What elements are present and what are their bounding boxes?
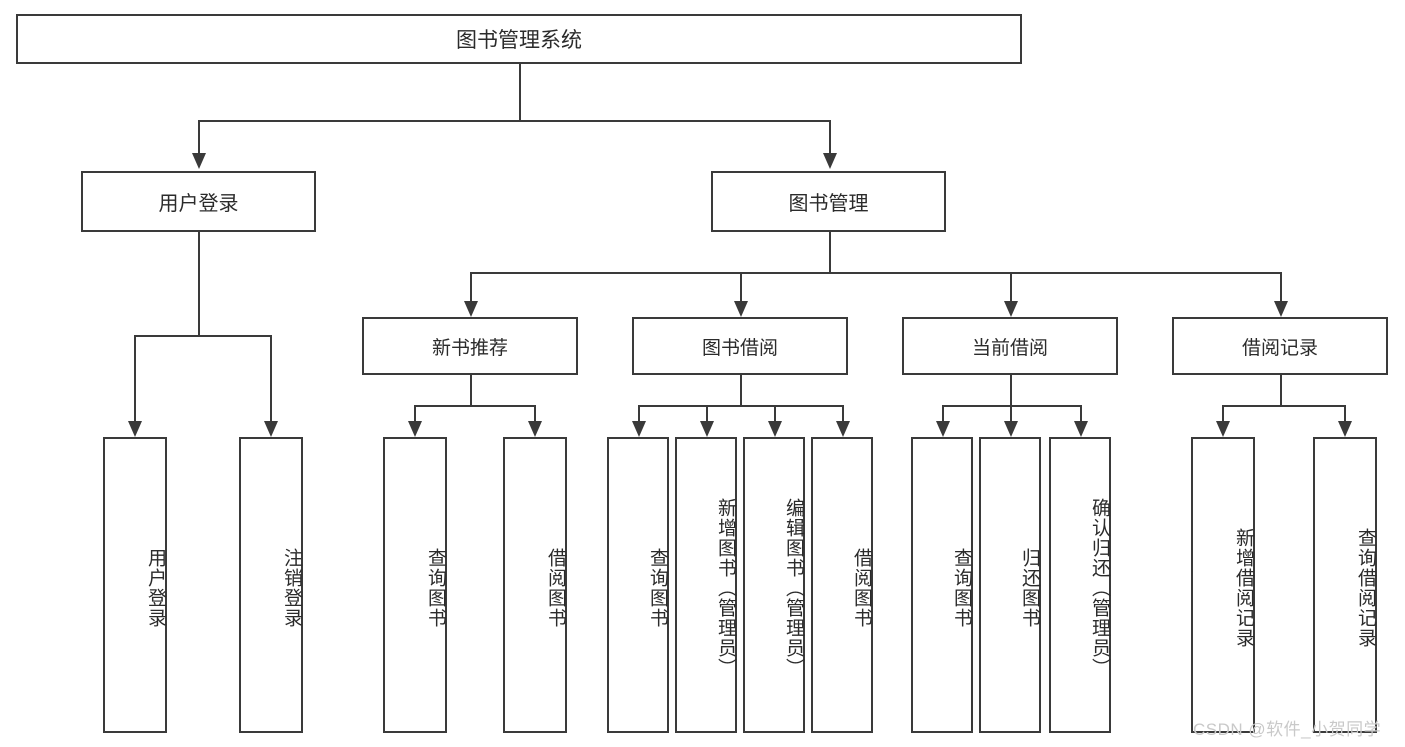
connector-bm-to-book-borrow [740,272,742,301]
leaf-book-borrow-1[interactable]: 查询图书 [607,437,669,733]
connector-cb-to-leaf-2 [1010,405,1012,421]
connector-new-book-to-leaf-1 [414,405,416,421]
connector-bb-to-leaf-4 [842,405,844,421]
node-label: 借阅图书 [545,548,566,628]
node-current-borrow[interactable]: 当前借阅 [902,317,1118,375]
node-label: 归还图书 [1019,548,1040,628]
node-label: 注销登录 [281,548,302,628]
node-book-management[interactable]: 图书管理 [711,171,946,232]
watermark-csdn: CSDN @软件_小贺同学 [1193,720,1382,739]
leaf-book-borrow-4[interactable]: 借阅图书 [811,437,873,733]
arrowhead-bm-to-borrow-record [1274,301,1288,317]
node-borrow-record[interactable]: 借阅记录 [1172,317,1388,375]
leaf-current-borrow-1[interactable]: 查询图书 [911,437,973,733]
arrowhead-bb-to-leaf-3 [768,421,782,437]
arrowhead-new-book-to-leaf-2 [528,421,542,437]
leaf-borrow-record-2[interactable]: 查询借阅记录 [1313,437,1377,733]
leaf-user-login-1[interactable]: 用户登录 [103,437,167,733]
connector-user-login-to-leaf-2 [270,335,272,421]
node-new-book-recommend[interactable]: 新书推荐 [362,317,578,375]
arrowhead-bm-to-current-borrow [1004,301,1018,317]
connector-user-login-to-leaf-1 [134,335,136,421]
connector-br-to-leaf-2 [1344,405,1346,421]
connector-cb-to-leaf-1 [942,405,944,421]
node-label: 用户登录 [145,548,166,628]
connector-root-to-book-management [829,120,831,153]
node-label: 查询图书 [425,548,446,628]
connector-root-to-user-login [198,120,200,153]
node-label: 编辑图书（管理员） [783,498,804,678]
connector-new-book-bar [414,405,534,407]
connector-bm-to-borrow-record [1280,272,1282,301]
node-label: 查询借阅记录 [1355,528,1376,648]
arrowhead-root-to-book-management [823,153,837,169]
connector-new-book-stem [470,375,472,405]
connector-book-borrow-stem [740,375,742,405]
node-label: 图书管理系统 [456,29,582,52]
arrowhead-bb-to-leaf-2 [700,421,714,437]
connector-new-book-to-leaf-2 [534,405,536,421]
connector-br-to-leaf-1 [1222,405,1224,421]
leaf-book-borrow-3[interactable]: 编辑图书（管理员） [743,437,805,733]
arrowhead-user-login-to-leaf-2 [264,421,278,437]
connector-book-management-bar [470,272,1280,274]
arrowhead-bm-to-book-borrow [734,301,748,317]
arrowhead-cb-to-leaf-3 [1074,421,1088,437]
leaf-borrow-record-1[interactable]: 新增借阅记录 [1191,437,1255,733]
connector-user-login-stem [198,232,200,335]
arrowhead-bb-to-leaf-4 [836,421,850,437]
leaf-current-borrow-3[interactable]: 确认归还（管理员） [1049,437,1111,733]
connector-borrow-record-bar [1222,405,1344,407]
connector-root-stem [519,64,521,120]
node-label: 图书借阅 [701,337,778,359]
arrowhead-bb-to-leaf-1 [632,421,646,437]
connector-book-management-stem [829,232,831,272]
node-label: 新增借阅记录 [1233,528,1254,648]
arrowhead-cb-to-leaf-2 [1004,421,1018,437]
leaf-user-login-2[interactable]: 注销登录 [239,437,303,733]
connector-bm-to-current-borrow [1010,272,1012,301]
arrowhead-br-to-leaf-2 [1338,421,1352,437]
arrowhead-br-to-leaf-1 [1216,421,1230,437]
node-label: 查询图书 [647,548,668,628]
node-book-borrow[interactable]: 图书借阅 [632,317,848,375]
leaf-new-book-recommend-2[interactable]: 借阅图书 [503,437,567,733]
leaf-new-book-recommend-1[interactable]: 查询图书 [383,437,447,733]
connector-bb-to-leaf-1 [638,405,640,421]
node-user-login[interactable]: 用户登录 [81,171,316,232]
node-label: 用户登录 [158,193,239,215]
node-root-book-management-system[interactable]: 图书管理系统 [16,14,1022,64]
node-label: 新书推荐 [431,337,508,359]
connector-root-bar [198,120,831,122]
arrowhead-bm-to-new-book [464,301,478,317]
connector-bb-to-leaf-2 [706,405,708,421]
connector-current-borrow-stem [1010,375,1012,405]
node-label: 图书管理 [788,193,869,215]
node-label: 新增图书（管理员） [715,498,736,678]
node-label: 确认归还（管理员） [1089,498,1110,678]
connector-book-borrow-bar [638,405,844,407]
arrowhead-new-book-to-leaf-1 [408,421,422,437]
node-label: 借阅图书 [851,548,872,628]
connector-bm-to-new-book [470,272,472,301]
node-label: 当前借阅 [971,337,1048,359]
arrowhead-root-to-user-login [192,153,206,169]
connector-bb-to-leaf-3 [774,405,776,421]
node-label: 借阅记录 [1241,337,1318,359]
leaf-current-borrow-2[interactable]: 归还图书 [979,437,1041,733]
arrowhead-user-login-to-leaf-1 [128,421,142,437]
node-label: 查询图书 [951,548,972,628]
leaf-book-borrow-2[interactable]: 新增图书（管理员） [675,437,737,733]
connector-user-login-bar [134,335,270,337]
arrowhead-cb-to-leaf-1 [936,421,950,437]
connector-cb-to-leaf-3 [1080,405,1082,421]
connector-borrow-record-stem [1280,375,1282,405]
